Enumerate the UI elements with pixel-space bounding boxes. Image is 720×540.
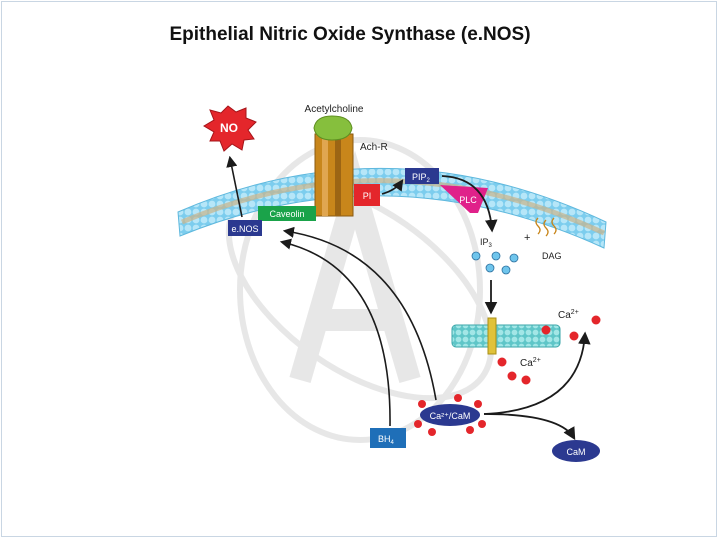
ip3-main-text: IP: [480, 237, 489, 247]
pip2-main-text: PIP: [412, 172, 427, 182]
ip3-subscript: 3: [489, 243, 493, 249]
no-burst: [203, 105, 257, 152]
cacam-to-cam-arrow: [483, 413, 576, 441]
bh4-label: BH4: [378, 434, 395, 446]
ca-cam-complex: [414, 394, 486, 436]
acetylcholine-label: Acetylcholine: [305, 104, 364, 115]
pi-label: PI: [363, 191, 372, 201]
bh4-subscript: 4: [391, 440, 395, 446]
no-label: NO: [220, 121, 238, 135]
ca-mid-superscript: 2+: [533, 357, 541, 364]
dag-label: DAG: [542, 251, 562, 261]
pi-box: [354, 184, 380, 206]
pip2-subscript: 2: [427, 178, 431, 184]
cam-oval: [552, 440, 600, 462]
calcium-ions-mid: [497, 357, 531, 385]
ip3-molecules: [471, 251, 519, 275]
plc-label: PLC: [459, 195, 477, 205]
plc-triangle: [440, 185, 488, 213]
acetylcholine-receptor: [313, 115, 354, 217]
er-membrane: [451, 324, 561, 348]
ca-cam-label: Ca²⁺/CaM: [430, 411, 471, 421]
enos-label: e.NOS: [231, 224, 258, 234]
ca-top-label: Ca2+: [558, 309, 579, 321]
ca-mid-text: Ca: [520, 358, 533, 369]
enos-box: [228, 220, 262, 236]
enos-to-no-arrow: [226, 155, 243, 218]
cacam-to-enos-arrow: [282, 226, 437, 401]
bh4-box: [370, 428, 406, 448]
pi-to-pip2-arrow: [381, 179, 404, 195]
ca-mid-label: Ca2+: [520, 357, 541, 369]
cam-label: CaM: [566, 447, 585, 457]
ip3-receptor-channel: [487, 317, 497, 355]
caveolin-label: Caveolin: [269, 209, 304, 219]
ip3-label: IP3: [480, 237, 493, 249]
bh4-to-enos-arrow: [279, 238, 391, 427]
cacam-to-calcium-arrow: [483, 331, 591, 415]
caveolin-box: [258, 206, 316, 221]
ach-r-label: Ach-R: [360, 142, 388, 153]
plus-sign: +: [524, 232, 530, 244]
diagram-title: Epithelial Nitric Oxide Synthase (e.NOS): [169, 24, 531, 45]
pip2-box: [405, 168, 439, 184]
pip2-label: PIP2: [412, 172, 431, 184]
bh4-main-text: BH: [378, 434, 391, 444]
ca-top-superscript: 2+: [571, 309, 579, 316]
pip2-to-ip3-arrow: [441, 175, 498, 233]
calcium-ions-top: [541, 315, 601, 341]
ca-top-text: Ca: [558, 310, 571, 321]
dag-squiggle-icon: [535, 217, 557, 237]
